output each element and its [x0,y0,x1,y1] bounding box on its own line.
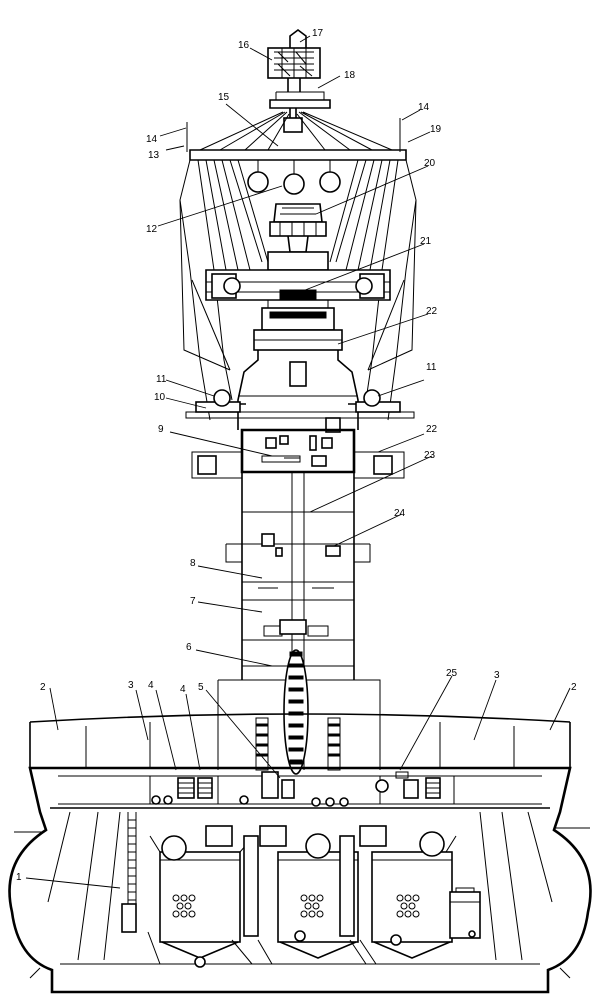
right-machinery [449,887,481,939]
label-2-right: 2 [571,682,577,693]
label-8: 8 [190,558,196,569]
label-23: 23 [424,450,436,461]
label-2-left: 2 [40,682,46,693]
label-14-right: 14 [418,102,430,113]
decompression-chambers [147,825,457,968]
label-22-bottom: 22 [426,424,438,435]
label-12: 12 [146,224,158,235]
label-15: 15 [218,92,230,103]
transfer-trunk [185,350,415,433]
label-14-left: 14 [146,134,158,145]
davit-framework [179,149,417,421]
label-20: 20 [424,158,436,169]
label-21: 21 [420,236,432,247]
label-1: 1 [16,872,22,883]
label-16: 16 [238,40,250,51]
label-22-top: 22 [426,306,438,317]
callout-labels: 1 2 2 3 3 4 4 5 6 7 8 9 10 11 11 12 13 1… [16,28,577,883]
lamps [247,160,341,195]
radar-antenna [267,29,321,92]
label-13: 13 [148,150,160,161]
crew-figures [151,795,349,807]
chamber-port-middle [300,894,324,918]
label-11-left: 11 [156,374,167,385]
label-3-left: 3 [128,680,134,691]
label-3-right: 3 [494,670,500,681]
leader-lines [25,35,571,889]
accommodation-row [177,771,441,799]
label-6: 6 [186,642,192,653]
winch-beam [205,269,391,351]
access-ladder [121,812,137,933]
label-11-right: 11 [426,362,437,373]
chamber-port-right [396,894,420,918]
label-17: 17 [312,28,324,39]
label-25: 25 [446,668,458,679]
label-4-left: 4 [148,680,154,691]
label-10: 10 [154,392,166,403]
mast-platform [269,91,331,133]
hull [8,766,592,994]
spiral-staircase [255,649,341,775]
label-7: 7 [190,596,196,607]
upper-module [267,203,329,271]
rigging-lines [186,111,401,152]
control-room [191,428,405,479]
chamber-port-left [172,894,196,918]
label-5: 5 [198,682,204,693]
waterline [14,827,590,979]
label-19: 19 [430,124,442,135]
label-4-right: 4 [180,684,186,695]
label-9: 9 [158,424,164,435]
label-18: 18 [344,70,356,81]
label-24: 24 [394,508,406,519]
